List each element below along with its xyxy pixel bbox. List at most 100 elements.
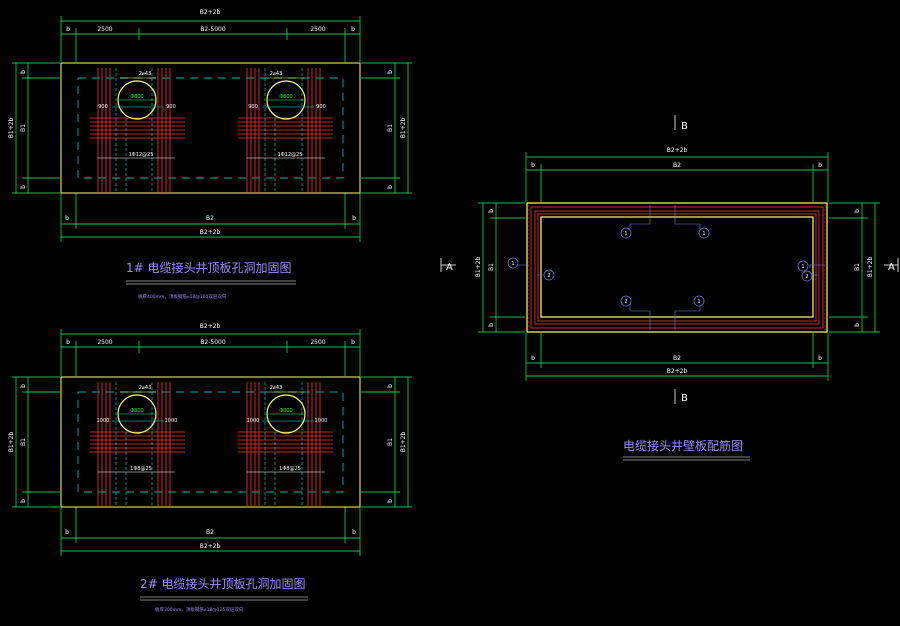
section-bottom-inner: B2 [673,355,681,362]
section-inner-wall [540,216,814,318]
section-left-inner: B1 [488,263,495,271]
section-left-total: B1+2b [475,257,482,278]
section-top-b-right: b [818,162,822,169]
plan2-hole-left-circle [117,394,157,434]
bubble-2-bottom-left: 2 [624,299,627,305]
plan1-seg-right: 2500 [310,26,325,33]
plan2-note: 板厚300mm，顶板钢筋⌀18@125双层双向 [155,606,244,613]
plan2-hole-right-topbar: 2⌀43 [270,385,283,391]
plan1-right-b-bottom: b [387,185,394,189]
section-mark-a-left: A [446,262,453,273]
plan2-seg-left: 2500 [97,339,112,346]
plan1-hole-right: Φ800 2⌀43 900 900 1Φ12@25 [238,68,333,193]
section-right-inner: B1 [854,263,861,271]
plan2-seg-right: 2500 [310,339,325,346]
bubble-2-left: 2 [547,273,550,279]
plan1-hole-right-stirrup: 1Φ12@25 [278,152,303,158]
plan2-left-total: B1+2b [8,432,15,453]
plan2-dashed-inner [77,391,344,493]
plan1-bottom-total: B2+2b [200,229,221,236]
section-right-total: B1+2b [867,257,874,278]
plan1-note: 板厚400mm，顶板钢筋⌀18@100双层双向 [138,293,227,300]
section-bottom-b-right: b [818,355,822,362]
bubble-1-top-left: 1 [624,231,627,237]
plan1-dashed-inner [77,77,344,179]
plan1-b-left: b [66,26,70,33]
section-top-total: B2+2b [667,147,688,154]
plan1-hole-right-side-r: 900 [316,104,326,110]
plan2-b-left: b [66,339,70,346]
plan2-right-total: B1+2b [400,432,407,453]
section-left-b-bottom: b [488,323,495,327]
plan1-right-b-top: b [387,70,394,74]
section-right-b-bottom: b [854,323,861,327]
plan1-total-width: B2+2b [200,9,221,16]
plan2-hole-right-side-l: 1000 [247,418,260,424]
plan1-hole-right-topbar: 2⌀43 [270,71,283,77]
plan2-hole-right-side-r: 1000 [315,418,328,424]
plan1-hole-right-side-l: 900 [248,104,258,110]
section-right-b-top: b [854,209,861,213]
plan2-hole-right: Φ800 2⌀43 1000 1000 1Φ8@25 [238,382,333,507]
plan2-total-width: B2+2b [200,323,221,330]
section-title: 电缆接头井壁板配筋图 [623,438,743,453]
plan2-dimensions [12,329,412,556]
section-dimensions [478,152,880,381]
section-left-b-top: b [488,209,495,213]
plan1-hole-left: Φ800 2⌀43 900 900 1Φ12@25 [90,68,185,193]
section-bottom-total: B2+2b [667,368,688,375]
plan2-hole-left-dia: Φ800 [130,408,143,414]
plan1-right-total: B1+2b [400,118,407,139]
plan2-bottom-width: B2 [206,529,214,536]
plan1-left-total: B1+2b [8,118,15,139]
bubble-1-left: 1 [511,261,514,267]
plan1-top-dimensions [12,16,412,242]
bubble-2-right: 2 [805,274,808,280]
plan2-hole-right-stirrup: 1Φ8@25 [279,466,301,472]
plan2-hole-right-dia: Φ800 [279,408,292,414]
plan1-left-b-top: b [20,70,27,74]
plan-2: B2+2b b 2500 B2-5000 2500 b b B2 b B2+2b… [8,323,412,613]
plan1-title: 1# 电缆接头井顶板孔洞加固图 [126,260,292,275]
plan-1: B2+2b b 2500 B2-5000 2500 b b B2 b B2+2b… [8,9,412,300]
plan2-left-b-top: b [20,384,27,388]
section-top-inner: B2 [673,162,681,169]
section-outer-wall [526,202,828,333]
plan1-hole-left-side-r: 900 [166,104,176,110]
plan2-hole-left-topbar: 2⌀43 [139,385,152,391]
plan1-hole-left-dia: Φ800 [130,94,143,100]
plan2-hole-left: Φ800 2⌀43 1000 1000 1Φ8@25 [90,382,185,507]
plan1-right-inner: B1 [387,124,394,132]
section-mark-b-top: B [681,121,688,132]
plan1-hole-left-side-l: 900 [98,104,108,110]
section-mark-b-bottom: B [681,393,688,404]
plan2-bottom-total: B2+2b [200,543,221,550]
plan2-bottom-b-right: b [352,529,356,536]
bubble-1-bottom-right: 1 [697,299,700,305]
plan2-hole-left-side-r: 1000 [165,418,178,424]
plan2-hole-left-side-l: 1000 [97,418,110,424]
plan1-hole-left-stirrup: 1Φ12@25 [129,152,154,158]
plan1-bottom-width: B2 [206,215,214,222]
plan1-bottom-b-left: b [65,215,69,222]
section-bottom-b-left: b [531,355,535,362]
plan1-left-inner: B1 [20,124,27,132]
bubble-1-right: 1 [801,264,804,270]
plan2-left-inner: B1 [20,438,27,446]
plan2-b-right: b [351,339,355,346]
plan2-right-inner: B1 [387,438,394,446]
plan2-right-b-bottom: b [387,499,394,503]
plan2-hole-right-circle [266,394,306,434]
plan2-seg-mid: B2-5000 [200,339,226,346]
section-mark-a-right: A [888,262,895,273]
plan1-bottom-b-right: b [352,215,356,222]
plan2-left-b-bottom: b [20,499,27,503]
plan2-hole-left-stirrup: 1Φ8@25 [130,466,152,472]
plan1-b-right: b [351,26,355,33]
plan1-hole-right-circle [266,80,306,120]
plan1-hole-left-circle [117,80,157,120]
plan1-seg-left: 2500 [97,26,112,33]
section-top-b-left: b [531,162,535,169]
plan1-slab-outline [60,62,361,194]
